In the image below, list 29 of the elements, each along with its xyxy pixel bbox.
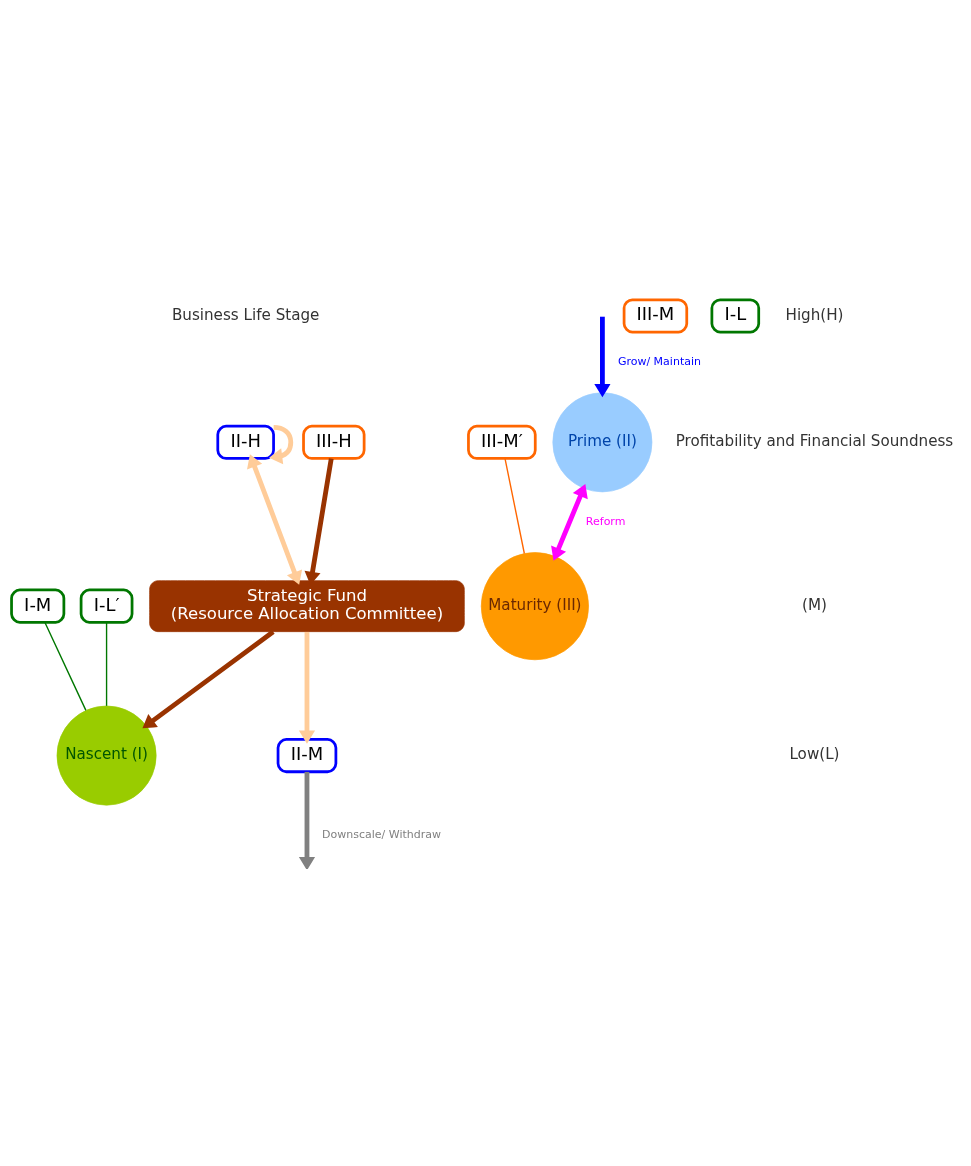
- node-box: I-M: [10, 588, 66, 624]
- edge-label: Grow/ Maintain: [617, 355, 701, 369]
- node-box: II-H: [216, 424, 275, 460]
- label: High(H): [785, 305, 844, 324]
- label: Profitability and Financial Soundness: [675, 432, 954, 451]
- node-box: III-H: [302, 424, 366, 460]
- edge-label: Reform: [585, 514, 626, 528]
- edge-label: Downscale/ Withdraw: [322, 828, 442, 842]
- node-circle: Prime (II): [552, 392, 653, 493]
- node-box: III-M′: [467, 424, 537, 460]
- arrow: [247, 454, 303, 585]
- arrow: [269, 424, 294, 465]
- arrow: [298, 771, 316, 869]
- arrow: [142, 629, 275, 729]
- arrow: [298, 631, 316, 744]
- arrow: [594, 316, 611, 398]
- node-box: I-L′: [79, 588, 134, 624]
- label: Low(L): [789, 745, 840, 764]
- connector: [504, 457, 526, 555]
- node-box: II-M: [276, 738, 338, 774]
- label: (M): [802, 596, 827, 615]
- node-box: I-L: [710, 298, 761, 334]
- node-box: III-M: [622, 298, 689, 334]
- connector: [44, 621, 87, 712]
- label: Business Life Stage: [171, 305, 320, 324]
- arrow: [551, 484, 588, 561]
- node-circle: Maturity (III): [480, 552, 589, 661]
- node-box: Strategic Fund (Resource Allocation Committee): [149, 580, 465, 632]
- connector: [105, 621, 108, 707]
